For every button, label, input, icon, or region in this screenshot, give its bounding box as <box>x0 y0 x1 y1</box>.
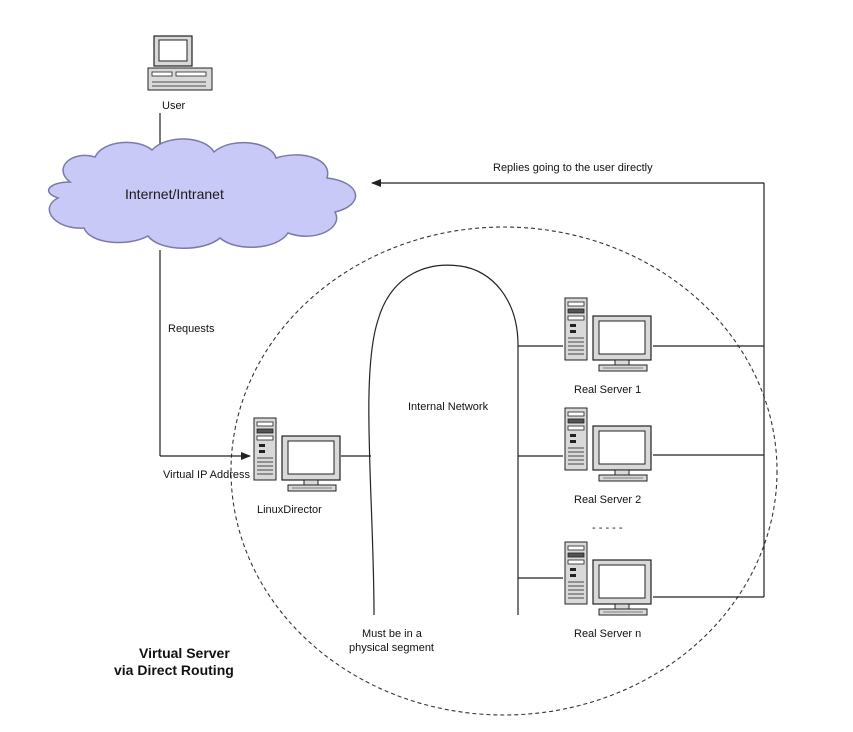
user-computer-icon <box>147 35 213 91</box>
real-server-n-label: Real Server n <box>574 628 641 640</box>
internal-network-segment <box>368 264 519 616</box>
linuxdirector-label: LinuxDirector <box>257 504 322 516</box>
real-server-n-icon <box>564 541 652 616</box>
requests-label: Requests <box>168 323 215 335</box>
more-servers-ellipsis: - - - - - <box>592 522 623 534</box>
real-server-1-icon <box>564 297 652 372</box>
cluster-boundary <box>230 226 778 716</box>
internet-cloud-label: Internet/Intranet <box>125 186 224 202</box>
diagram-title-line-2: via Direct Routing <box>114 662 234 678</box>
segment-note-line-2: physical segment <box>349 642 434 654</box>
internal-network-label: Internal Network <box>408 401 489 413</box>
virtual-ip-label: Virtual IP Address <box>163 469 251 481</box>
diagram-title-line-1: Virtual Server <box>139 645 230 661</box>
linuxdirector-server-icon <box>253 417 341 492</box>
internet-cloud-icon <box>47 138 357 249</box>
replies-label: Replies going to the user directly <box>493 162 653 174</box>
real-server-2-label: Real Server 2 <box>574 494 641 506</box>
user-label: User <box>162 100 186 112</box>
real-server-2-icon <box>564 407 652 482</box>
real-server-1-label: Real Server 1 <box>574 384 641 396</box>
segment-note-line-1: Must be in a <box>362 628 423 640</box>
